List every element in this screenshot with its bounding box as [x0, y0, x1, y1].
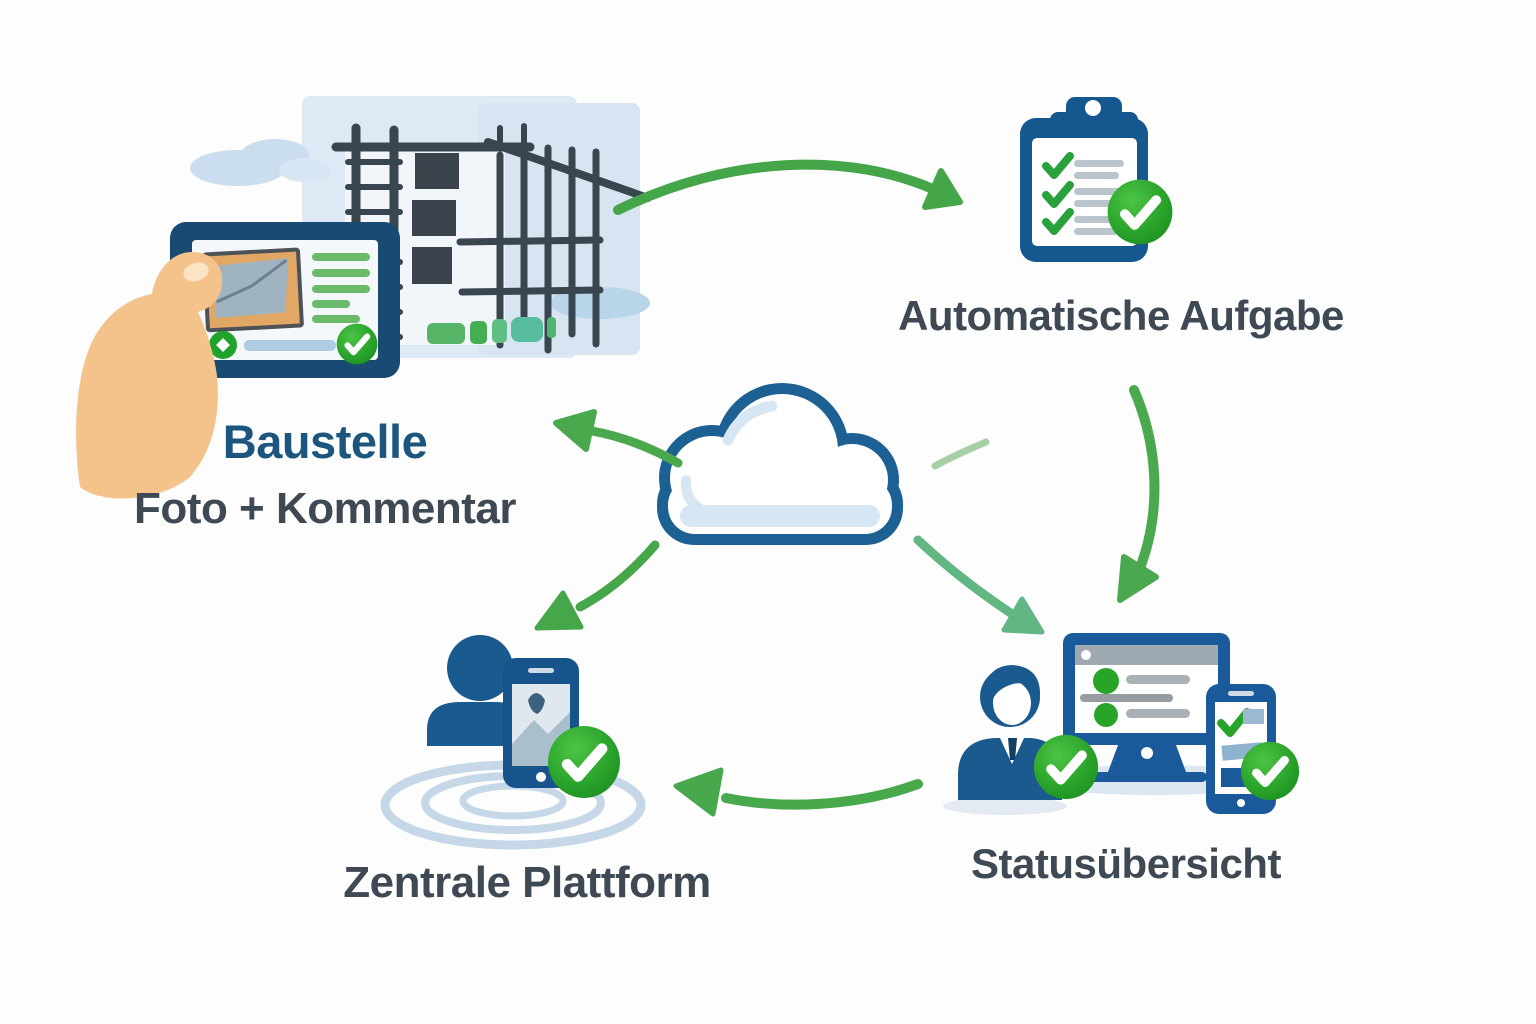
check-icon [548, 726, 620, 798]
person-body [427, 702, 527, 746]
arrow-cloud-to-plattform [534, 540, 660, 631]
arrow-cloud-to-baustelle [553, 409, 683, 468]
person-head [447, 635, 513, 701]
check-icon [1241, 742, 1299, 800]
check-icon [337, 324, 378, 365]
upload-progress-bar [244, 340, 336, 351]
arrow-baustelle-to-aufgabe [613, 159, 963, 215]
material-blocks [427, 317, 556, 344]
foto-kommentar-label: Foto + Kommentar [134, 484, 516, 533]
arrow-cloud-to-aufgabe-tail [931, 438, 990, 470]
comment-lines [312, 253, 370, 323]
photo-thumbnail [202, 247, 304, 333]
monitor [1063, 633, 1230, 782]
person-monitor-phone-icon [943, 633, 1299, 815]
construction-site-icon [314, 123, 652, 363]
cloud-icon [657, 383, 903, 545]
flow-arrows [534, 159, 1160, 817]
person-smartphone-ripples-icon [380, 635, 646, 850]
automatische-aufgabe-label: Automatische Aufgabe [898, 292, 1344, 339]
hand-icon [76, 252, 223, 499]
checklist-checks [1042, 152, 1074, 235]
arrow-aufgabe-to-status [1117, 385, 1160, 603]
statusuebersicht-label: Statusübersicht [971, 840, 1281, 887]
check-icon [1034, 735, 1098, 799]
clipboard-checklist-icon [1020, 97, 1172, 262]
thumb-nail [183, 262, 209, 282]
check-icon [1108, 180, 1173, 245]
zentrale-plattform-label: Zentrale Plattform [343, 858, 711, 907]
arrow-status-to-plattform [673, 767, 923, 817]
person-bust [958, 665, 1062, 800]
baustelle-label: Baustelle [222, 415, 428, 468]
arrow-cloud-to-status [913, 535, 1045, 635]
tablet-photo-report-icon [76, 222, 400, 499]
